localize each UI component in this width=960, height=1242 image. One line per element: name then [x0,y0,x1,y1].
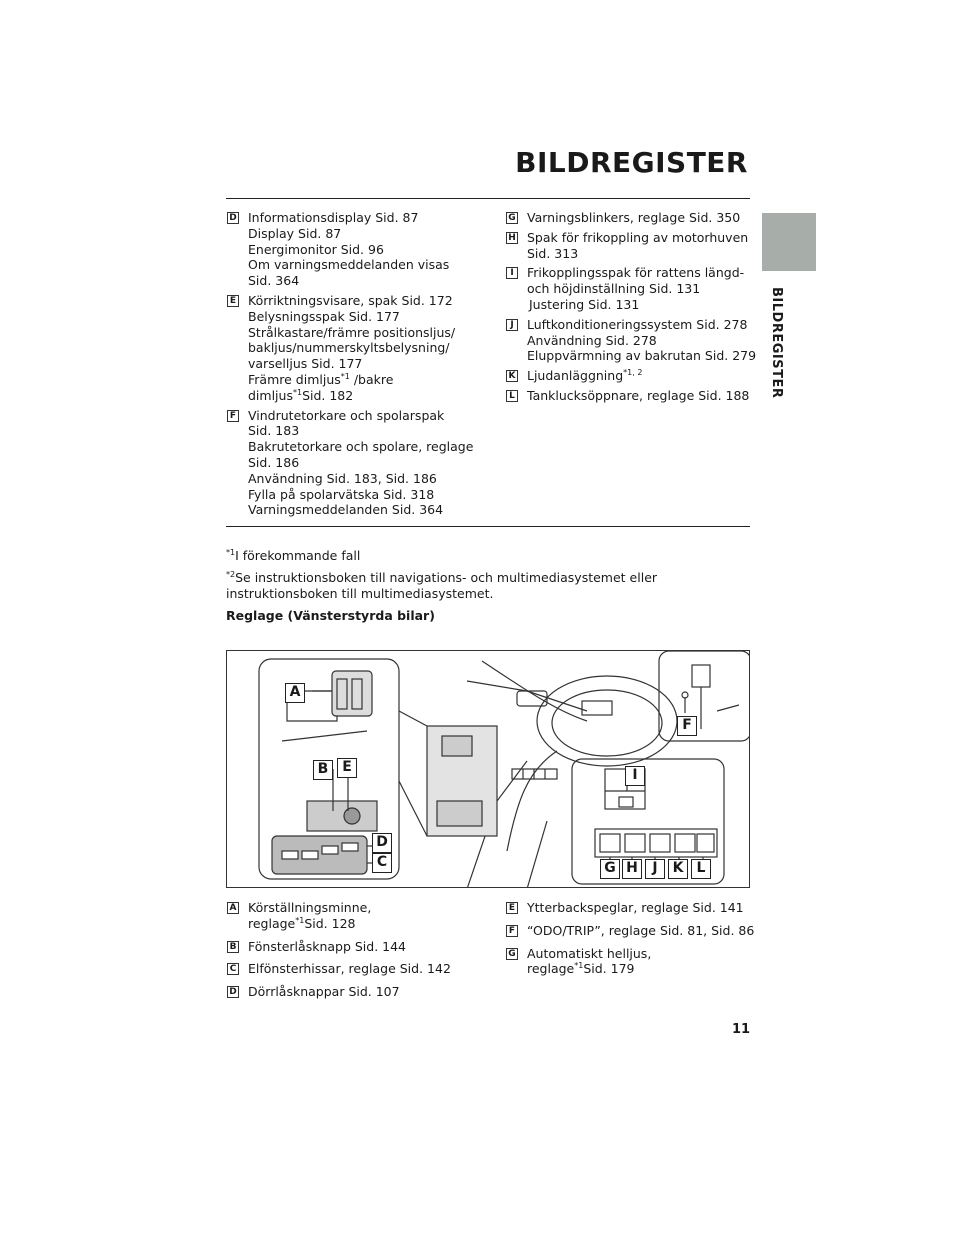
callout-label: A [285,683,305,703]
list-item: D Informationsdisplay Sid. 87 Display Si… [227,210,467,289]
list-item: G Varningsblinkers, reglage Sid. 350 [506,210,750,226]
entry-line: och höjdinställning Sid. 131 [527,281,701,297]
footnote-1: *1I förekommande fall [226,547,361,563]
entry-line: Frikopplingsspak för rattens längd- [527,265,745,281]
controls-illustration: A B E D C F I G H J K L [226,650,750,888]
list-item: J Luftkonditioneringssystem Sid. 278 Anv… [506,317,756,364]
footnotes: *1I förekommande fall *2Se instruktionsb… [226,548,756,630]
entry-line: Eluppvärmning av bakrutan Sid. 279 [527,348,757,364]
list-item: E Körriktningsvisare, spak Sid. 172 Bely… [227,293,467,404]
entry-line: Varningsblinkers, reglage Sid. 350 [527,210,741,225]
entry-line: Sid. 183 [248,423,300,439]
list-item: L Tanklucksöppnare, reglage Sid. 188 [506,388,750,404]
entry-line: Främre dimljus*1 /bakre [248,371,394,387]
page-title: BILDREGISTER [515,146,748,179]
entry-line: Körställningsminne, [248,900,372,915]
footnote-2: *2Se instruktionsboken till navigations-… [226,569,658,601]
entry-line: Sid. 313 [527,245,579,261]
entry-line: Bakrutetorkare och spolare, reglage [248,439,474,455]
entry-line: Varningsmeddelanden Sid. 364 [248,502,444,518]
upper-right-column: G Varningsblinkers, reglage Sid. 350 H S… [506,210,756,408]
entry-line: Elfönsterhissar, reglage Sid. 142 [248,961,451,977]
entry-line: Spak för frikoppling av motorhuven [527,229,749,245]
list-item: K Ljudanläggning*1, 2 [506,368,750,384]
list-item: H Spak för frikoppling av motorhuven Sid… [506,230,750,262]
title-divider [226,198,750,199]
lower-right-column: E Ytterbackspeglar, reglage Sid. 141 F “… [506,900,754,984]
entry-line: Sid. 186 [248,454,300,470]
list-item: G Automatiskt helljus, reglage*1Sid. 179 [506,946,750,978]
key-badge: D [227,212,239,224]
entry-line: Körriktningsvisare, spak Sid. 172 [248,292,453,308]
entry-line: varselljus Sid. 177 [248,356,363,372]
callout-label: C [372,853,392,873]
list-item: D Dörrlåsknappar Sid. 107 [227,984,467,1000]
callout-label: D [372,833,392,853]
list-item: C Elfönsterhissar, reglage Sid. 142 [227,961,467,977]
callout-label: B [313,760,333,780]
callout-label: I [625,766,645,786]
entry-line: Fönsterlåsknapp Sid. 144 [248,938,407,954]
section-heading: Reglage (Vänsterstyrda bilar) [226,608,435,623]
entry-line: Ytterbackspeglar, reglage Sid. 141 [527,900,744,915]
entry-line: Sid. 364 [248,273,300,289]
list-item: I Frikopplingsspak för rattens längd- oc… [506,265,750,312]
entry-line: “ODO/TRIP”, reglage Sid. 81, Sid. 86 [527,922,755,938]
callout-label: L [691,859,711,879]
callout-label: J [645,859,665,879]
callout-label: E [337,758,357,778]
entry-line: Fylla på spolarvätska Sid. 318 [248,486,435,502]
entry-line: Belysningsspak Sid. 177 [248,308,400,324]
page-number: 11 [732,1022,751,1037]
list-item: A Körställningsminne, reglage*1Sid. 128 [227,900,467,932]
entry-line: dimljus*1Sid. 182 [248,387,354,403]
entry-line: Användning Sid. 183, Sid. 186 [248,470,437,486]
key-badge: K [506,370,518,383]
key-badge: J [506,318,518,331]
entry-line: Luftkonditioneringssystem Sid. 278 [527,316,748,332]
lower-left-column: A Körställningsminne, reglage*1Sid. 128 … [227,900,467,1007]
key-badge: L [506,389,518,402]
upper-left-column: D Informationsdisplay Sid. 87 Display Si… [227,210,473,522]
key-badge: F [227,409,239,422]
entry-line: bakljus/nummerskyltsbelysning/ [248,340,450,356]
entry-line: Tanklucksöppnare, reglage Sid. 188 [527,387,750,403]
section-divider [226,526,750,527]
key-badge: E [506,902,518,914]
entry-line: reglage*1Sid. 128 [248,915,356,931]
key-badge: E [227,294,239,307]
entry-line: Energimonitor Sid. 96 [248,241,384,257]
car-interior-drawing [258,651,749,887]
entry-line: Ljudanläggning*1, 2 [527,368,643,384]
key-badge: I [506,267,518,280]
key-badge: G [506,212,518,224]
callout-label: F [677,716,697,736]
entry-line: Dörrlåsknappar Sid. 107 [248,984,400,1000]
entry-line: Strålkastare/främre positionsljus/ [248,324,456,340]
entry-line: Användning Sid. 278 [527,332,657,348]
key-badge: D [227,986,239,999]
key-badge: A [227,902,239,914]
key-badge: B [227,940,239,953]
entry-line: reglage*1Sid. 179 [527,961,635,977]
key-badge: G [506,947,518,960]
key-badge: H [506,231,518,244]
side-tab [762,213,816,271]
side-tab-label: BILDREGISTER [769,287,784,399]
list-item: F Vindrutetorkare och spolarspak Sid. 18… [227,408,473,519]
entry-line: Om varningsmeddelanden visas [248,257,450,273]
entry-line: Informationsdisplay Sid. 87 [248,210,419,225]
entry-line: Justering Sid. 131 [529,296,640,312]
callout-label: G [600,859,620,879]
key-badge: C [227,963,239,976]
entry-line: Display Sid. 87 [248,225,342,241]
callout-label: H [622,859,642,879]
entry-line: Automatiskt helljus, [527,945,652,961]
list-item: B Fönsterlåsknapp Sid. 144 [227,939,467,955]
entry-line: Vindrutetorkare och spolarspak [248,407,445,423]
callout-label: K [668,859,688,879]
list-item: F “ODO/TRIP”, reglage Sid. 81, Sid. 86 [506,923,754,939]
list-item: E Ytterbackspeglar, reglage Sid. 141 [506,900,750,916]
key-badge: F [506,924,518,937]
